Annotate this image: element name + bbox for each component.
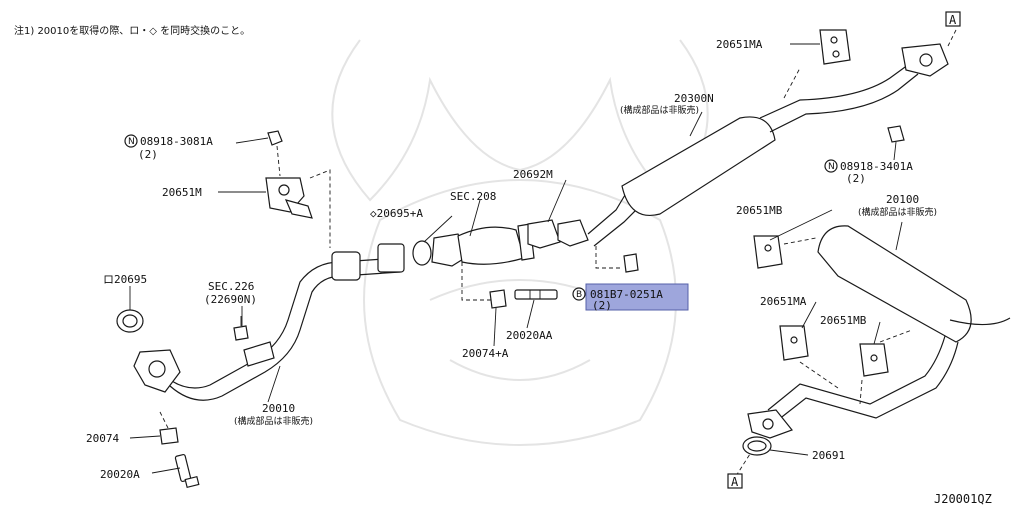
label-08918-3081A: 08918-3081A [140,135,213,148]
highlight-081B7 [585,283,689,311]
b-badge [572,287,586,301]
center-muffler-20300N [587,43,949,247]
label-20100: 20100 [886,193,919,206]
drawing-id: J20001QZ [934,492,992,506]
stud-20020A [174,454,200,489]
label-20010-sub: (構成部品は非販売) [234,415,313,427]
label-20651MB-a: 20651MB [736,204,783,217]
gasket-20692M [527,219,589,249]
catalyst-sec208 [412,223,535,301]
b-badge-letter: B [576,290,582,300]
note-text: 注1) 20010を取得の際、ロ・◇ を同時交換のこと。 [14,24,250,37]
ref-A-bottom: A [731,475,739,489]
label-20020A: 20020A [100,468,140,481]
n-badge-3401A [824,159,838,173]
label-sec226: SEC.226 [208,280,254,293]
label-20300N-sub: (構成部品は非販売) [620,104,699,116]
label-20020AA: 20020AA [506,329,553,342]
front-pipe-20010 [133,243,405,401]
ref-A-top: A [949,13,957,27]
main-muffler-20100 [747,225,1011,439]
hanger-20651M [265,130,331,248]
labels: A A 20651MA 20300N (構成部品は非販売) N 08918-30… [86,11,992,506]
label-20010: 20010 [262,402,295,415]
ref-box-A-top [945,11,961,27]
n-badge-3081A [124,134,138,148]
label-20651MA-top: 20651MA [716,38,763,51]
label-20691: 20691 [812,449,845,462]
label-081B7-0251A-qty: (2) [592,299,612,312]
label-20300N: 20300N [674,92,714,105]
label-08918-3081A-qty: (2) [138,148,158,161]
hanger-20651MB-b [859,329,913,405]
leader-lines [129,29,957,477]
hanger-20651MA-top [819,29,851,65]
label-08918-3401A: 08918-3401A [840,160,913,173]
bolt-20074 [159,411,179,445]
label-20074: 20074 [86,432,119,445]
sensor-sec226 [233,316,249,341]
nut-20074A [489,289,507,309]
gasket-20691 [742,436,772,456]
label-081B7-0251A: 081B7-0251A [590,288,663,301]
label-20695: ロ20695 [103,273,147,286]
label-20074A: 20074+A [462,347,509,360]
label-20651M: 20651M [162,186,202,199]
label-20692M: 20692M [513,168,553,181]
bolt-081B7 [595,246,639,273]
hanger-20651MB-a [753,235,817,269]
label-20651MB-b: 20651MB [820,314,867,327]
label-20695A: ◇20695+A [370,207,423,220]
hanger-20651MA-b [779,325,839,389]
label-sec226-sub: (22690N) [204,293,257,306]
gasket-20695 [116,309,144,333]
label-20100-sub: (構成部品は非販売) [858,206,937,218]
ref-box-A-bottom [727,473,743,489]
label-sec208: SEC.208 [450,190,496,203]
stud-20020AA [514,289,558,300]
n-badge-3401A-letter: N [828,162,835,172]
label-20651MA-b: 20651MA [760,295,807,308]
n-badge-3081A-letter: N [128,137,135,147]
label-08918-3401A-qty: (2) [846,172,866,185]
